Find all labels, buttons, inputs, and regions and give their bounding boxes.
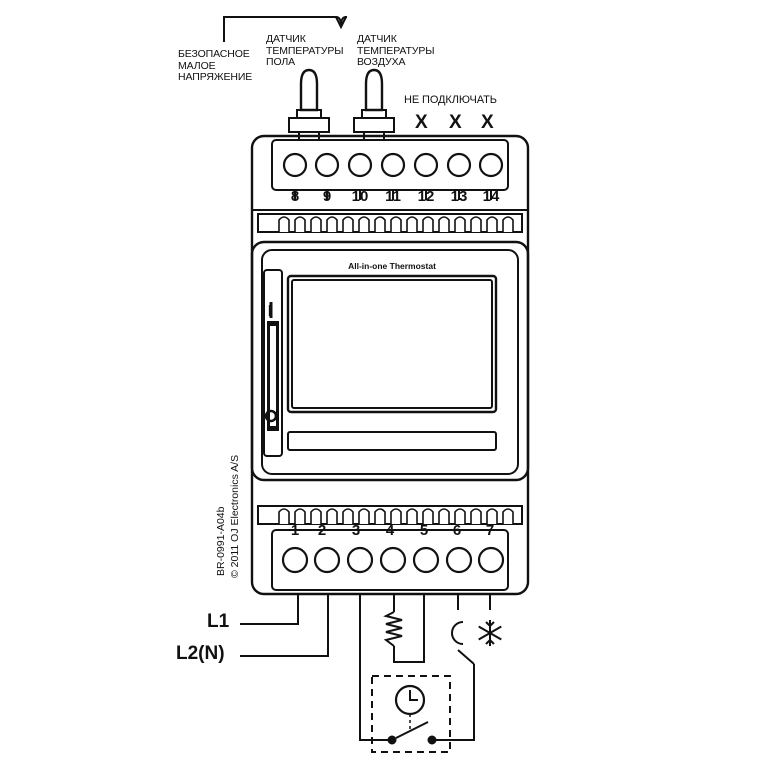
clip-tooth-top	[342, 216, 354, 232]
clip-tooth-bottom	[390, 508, 402, 524]
top-terminal-screw-13	[446, 152, 472, 178]
timer-box	[371, 675, 451, 753]
clip-tooth-bottom	[326, 508, 338, 524]
terminal-label-6: 6	[452, 522, 462, 539]
bottom-terminal-screw-4	[379, 546, 407, 574]
clip-tooth-top	[374, 216, 386, 232]
terminal-label-14: 14	[482, 188, 500, 205]
terminal-label-4: 4	[385, 522, 395, 539]
bottom-terminal-screw-5	[412, 546, 440, 574]
clip-tooth-top	[278, 216, 290, 232]
bottom-terminal-screw-3	[346, 546, 374, 574]
clip-tooth-top	[422, 216, 434, 232]
clip-tooth-bottom	[454, 508, 466, 524]
copyright-text: © 2011 OJ Electronics A/S	[229, 454, 241, 578]
floor-sensor-probe	[288, 68, 330, 140]
product-name: All-in-one Thermostat	[348, 261, 436, 271]
clip-tooth-top	[358, 216, 370, 232]
clip-tooth-bottom	[342, 508, 354, 524]
l2n-wire	[240, 594, 329, 657]
heater-resistor	[383, 611, 403, 647]
selv-label: БЕЗОПАСНОЕ МАЛОЕ НАПРЯЖЕНИЕ	[178, 48, 253, 83]
terminal-label-3: 3	[351, 522, 361, 539]
display-screen	[286, 274, 498, 414]
clip-tooth-top	[326, 216, 338, 232]
clip-tooth-bottom	[406, 508, 418, 524]
top-terminal-screw-11	[380, 152, 406, 178]
clip-tooth-top	[454, 216, 466, 232]
clip-tooth-bottom	[278, 508, 290, 524]
clip-tooth-bottom	[294, 508, 306, 524]
clip-tooth-top	[406, 216, 418, 232]
clip-tooth-bottom	[310, 508, 322, 524]
top-terminal-screw-9	[314, 152, 340, 178]
bottom-terminal-screw-2	[313, 546, 341, 574]
clip-tooth-bottom	[502, 508, 514, 524]
top-terminal-screw-12	[413, 152, 439, 178]
terminal-label-12: 12	[417, 188, 435, 205]
terminal-label-9: 9	[322, 188, 332, 205]
bottom-terminal-screw-7	[477, 546, 505, 574]
bottom-terminal-screw-6	[445, 546, 473, 574]
heater-wire	[393, 594, 425, 663]
doc-number: BR-0991-A04b	[215, 506, 227, 576]
terminal-label-8: 8	[290, 188, 300, 205]
moon-icon	[451, 621, 464, 645]
clip-tooth-top	[438, 216, 450, 232]
no-connect-x-13: X	[449, 112, 462, 133]
snowflake-icon	[478, 620, 502, 646]
clip-tooth-bottom	[470, 508, 482, 524]
clip-tooth-bottom	[438, 508, 450, 524]
bottom-terminal-screw-1	[281, 546, 309, 574]
night-input-wire	[457, 594, 475, 665]
no-connect-label: НЕ ПОДКЛЮЧАТЬ	[404, 94, 497, 106]
terminal-label-1: 1	[290, 522, 300, 539]
clip-tooth-top	[470, 216, 482, 232]
clip-tooth-bottom	[486, 508, 498, 524]
air-sensor-probe	[353, 68, 395, 140]
terminal-label-13: 13	[450, 188, 468, 205]
floor-sensor-label: ДАТЧИК ТЕМПЕРАТУРЫ ПОЛА	[266, 33, 344, 68]
top-terminal-screw-14	[478, 152, 504, 178]
power-switch	[263, 269, 283, 457]
clip-tooth-bottom	[374, 508, 386, 524]
air-sensor-label: ДАТЧИК ТЕМПЕРАТУРЫ ВОЗДУХА	[357, 33, 435, 68]
clip-tooth-top	[502, 216, 514, 232]
sensor-bracket	[223, 16, 347, 42]
top-terminal-screw-8	[282, 152, 308, 178]
no-connect-x-12: X	[415, 112, 428, 133]
l2n-label: L2(N)	[176, 643, 225, 664]
indicator-strip	[287, 431, 497, 451]
no-connect-x-14: X	[481, 112, 494, 133]
terminal-label-2: 2	[317, 522, 327, 539]
clip-tooth-top	[486, 216, 498, 232]
terminal-label-10: 10	[351, 188, 369, 205]
clip-tooth-bottom	[422, 508, 434, 524]
terminal-label-5: 5	[419, 522, 429, 539]
terminal-label-7: 7	[485, 522, 495, 539]
front-panel	[250, 240, 530, 482]
clip-tooth-bottom	[358, 508, 370, 524]
clip-tooth-top	[310, 216, 322, 232]
terminal-label-11: 11	[385, 188, 401, 205]
clip-tooth-top	[294, 216, 306, 232]
l1-wire	[240, 594, 299, 625]
l1-label: L1	[207, 611, 230, 632]
switch-on-mark: I	[268, 303, 272, 320]
clip-tooth-top	[390, 216, 402, 232]
timer-wire	[359, 594, 475, 741]
top-terminal-screw-10	[347, 152, 373, 178]
